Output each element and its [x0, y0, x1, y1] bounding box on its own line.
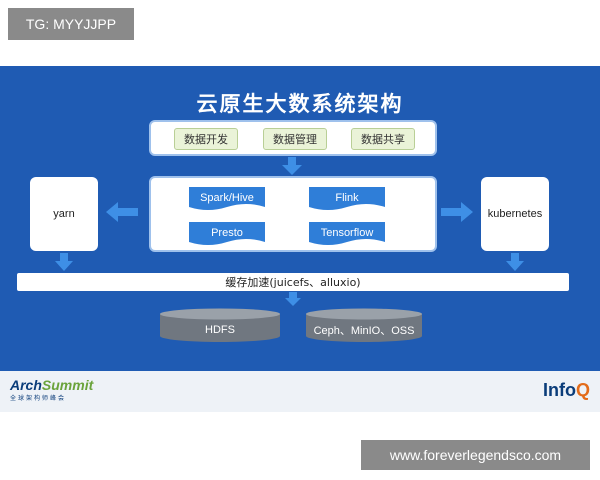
engine-flag-spark-hive: Spark/Hive [189, 187, 265, 211]
channel-tag-text: TG: MYYJJPP [25, 16, 117, 32]
left-arrow-to-yarn [106, 202, 138, 222]
slide-footer: ArchSummit 全球架构师峰会 InfoQ [0, 371, 600, 412]
infoq-logo-main: Info [542, 380, 576, 400]
infoq-logo-accent: Q [575, 380, 590, 400]
kubernetes-label: kubernetes [487, 208, 543, 220]
down-arrow-cache-to-storage [285, 292, 301, 306]
object-storage-cylinder [306, 308, 422, 342]
slide-title: 云原生大数系统架构 [196, 92, 404, 116]
engine-label-spark-hive: Spark/Hive [200, 192, 254, 204]
down-arrow-apps-to-engines [282, 157, 302, 175]
cache-layer-label: 缓存加速(juicefs、alluxio) [225, 276, 361, 289]
archsummit-logo-main: Arch [10, 377, 42, 393]
app-chip-development: 数据开发 [174, 128, 238, 150]
down-arrow-yarn-to-cache [55, 253, 73, 271]
archsummit-logo: ArchSummit 全球架构师峰会 [10, 377, 93, 402]
website-watermark: www.foreverlegendsco.com [361, 440, 590, 470]
cache-layer-bar: 缓存加速(juicefs、alluxio) [17, 273, 569, 291]
website-watermark-text: www.foreverlegendsco.com [389, 447, 562, 463]
yarn-label: yarn [53, 208, 75, 220]
kubernetes-box: kubernetes [481, 177, 549, 251]
app-chip-management: 数据管理 [263, 128, 327, 150]
engine-label-tensorflow: Tensorflow [320, 227, 374, 239]
object-storage-label: Ceph、MinIO、OSS [313, 325, 415, 337]
engine-label-flink: Flink [335, 192, 359, 204]
compute-engine-panel: Spark/Hive Flink Presto Tensorflow [149, 176, 437, 252]
yarn-box: yarn [30, 177, 98, 251]
archsummit-logo-sub: 全球架构师峰会 [10, 395, 67, 402]
hdfs-label: HDFS [205, 324, 235, 336]
down-arrow-kubernetes-to-cache [506, 253, 524, 271]
channel-tag: TG: MYYJJPP [8, 8, 134, 40]
hdfs-cylinder [160, 308, 280, 342]
apps-panel: 数据开发 数据管理 数据共享 [149, 120, 437, 156]
architecture-slide: 云原生大数系统架构 数据开发 数据管理 数据共享 Spark/Hive Flin… [0, 66, 600, 371]
engine-label-presto: Presto [211, 227, 243, 239]
right-arrow-to-kubernetes [441, 202, 473, 222]
archsummit-logo-accent: Summit [41, 377, 94, 393]
engine-flag-tensorflow: Tensorflow [309, 222, 385, 246]
engine-flag-flink: Flink [309, 187, 385, 211]
app-chip-sharing: 数据共享 [351, 128, 415, 150]
engine-flag-presto: Presto [189, 222, 265, 246]
infoq-logo: InfoQ [543, 380, 590, 401]
